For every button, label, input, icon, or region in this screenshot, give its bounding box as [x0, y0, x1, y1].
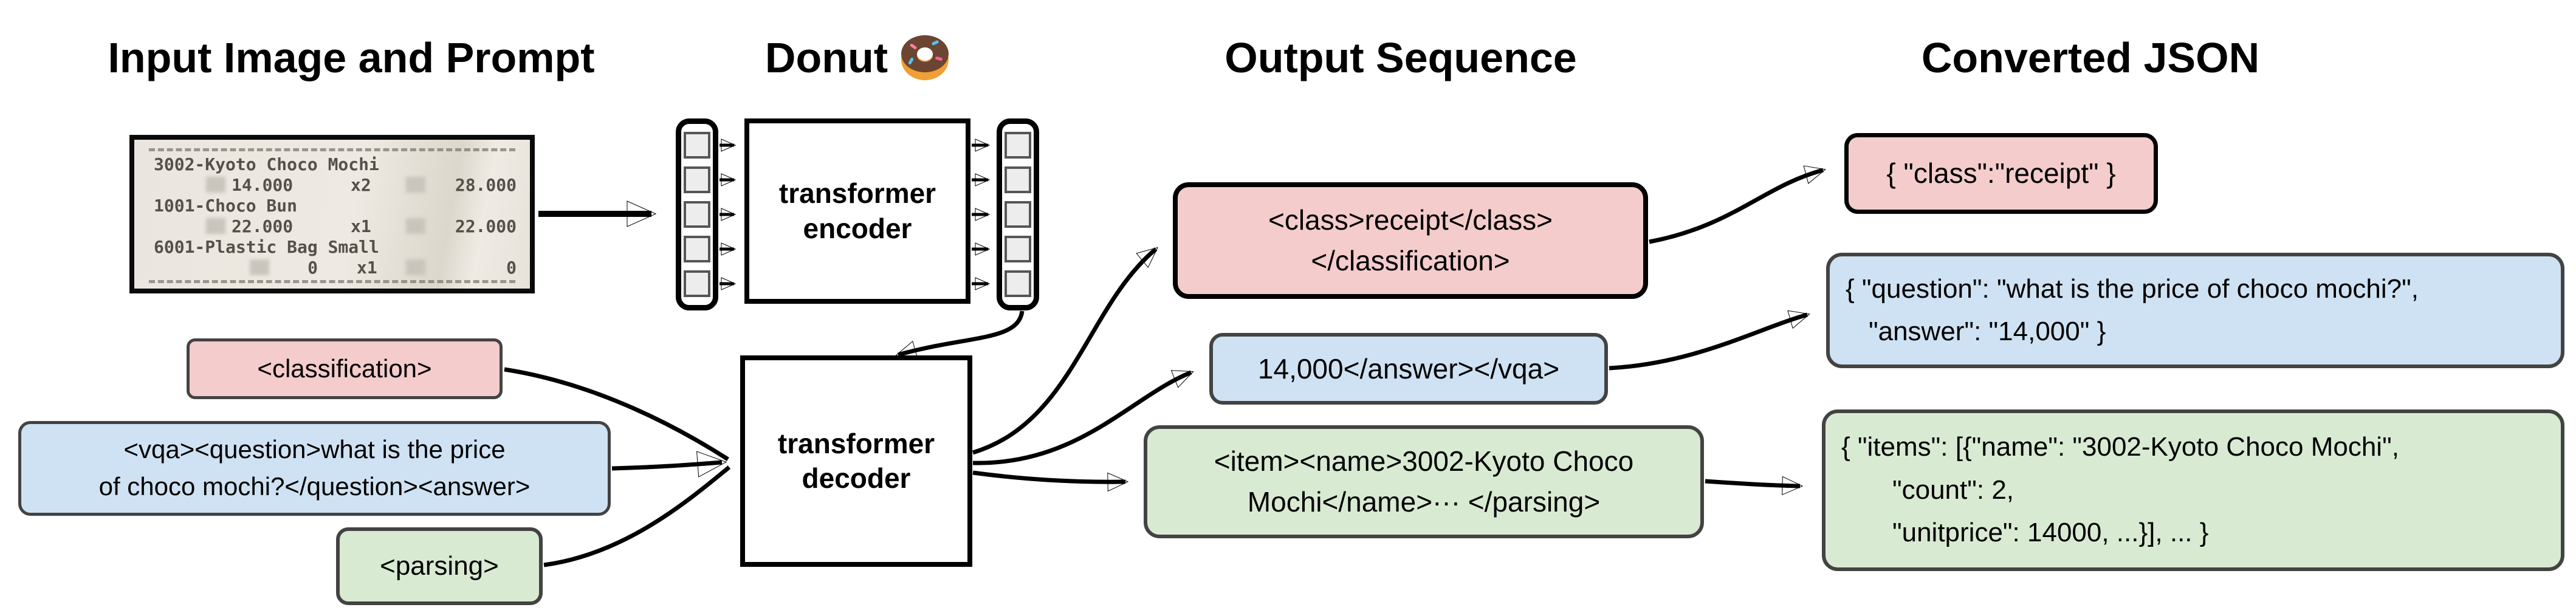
receipt-unitprice: 22.000 [232, 216, 294, 236]
patch-square [1005, 166, 1031, 193]
decoder-label-line2: decoder [802, 462, 911, 494]
redaction-blur [406, 259, 425, 275]
json-vqa-line1: { "question": "what is the price of choc… [1846, 273, 2419, 304]
output-parsing-line2: Mochi</name>··· </parsing> [1247, 486, 1601, 518]
patch-square [1005, 132, 1031, 159]
patch-square [1005, 236, 1031, 262]
receipt-price-row: 0 x1 0 [148, 257, 517, 278]
patch-square [684, 201, 710, 228]
receipt-item-row: 3002-Kyoto Choco Mochi [148, 154, 517, 174]
receipt-qty: x2 [351, 174, 371, 195]
receipt-price-row: 22.000 x1 22.000 [148, 216, 517, 236]
json-parsing-line2: "count": 2, [1892, 474, 2014, 505]
json-parsing-line3: "unitprice": 14000, ...}], ... } [1892, 518, 2209, 548]
patch-square [684, 132, 710, 159]
receipt-item-name: 6001-Plastic Bag Small [154, 236, 379, 257]
title-output-text: Output Sequence [1224, 34, 1577, 81]
title-converted-json: Converted JSON [1847, 32, 2334, 84]
prompt-vqa-box: <vqa><question>what is the price of choc… [18, 421, 611, 516]
transformer-decoder-block: transformer decoder [740, 355, 972, 567]
receipt-unitprice: 0 [307, 257, 318, 278]
receipt-item-name: 3002-Kyoto Choco Mochi [154, 154, 379, 174]
receipt-item-row: 1001-Choco Bun [148, 195, 517, 216]
encoder-input-patch-column [676, 118, 718, 310]
patch-square [1005, 201, 1031, 228]
json-parsing-line1: { "items": [{"name": "3002-Kyoto Choco M… [1841, 432, 2399, 462]
json-parsing-box: { "items": [{"name": "3002-Kyoto Choco M… [1822, 409, 2564, 571]
title-input-image-and-prompt: Input Image and Prompt [108, 32, 594, 84]
prompt-vqa-line1: <vqa><question>what is the price [123, 435, 506, 464]
receipt-unitprice: 14.000 [232, 174, 294, 195]
prompt-classification-text: <classification> [257, 354, 432, 383]
title-donut-text: Donut [764, 34, 888, 81]
output-vqa-text: 14,000</answer></vqa> [1257, 352, 1560, 385]
receipt-total: 28.000 [455, 174, 517, 195]
output-classification-line1: <class>receipt</class> [1268, 204, 1553, 236]
json-vqa-line2: "answer": "14,000" } [1869, 317, 2106, 346]
transformer-encoder-block: transformer encoder [744, 118, 970, 304]
encoder-output-patch-column [997, 118, 1039, 310]
receipt-item-row: 6001-Plastic Bag Small [148, 236, 517, 257]
encoder-label-line1: transformer [778, 177, 936, 209]
receipt-qty: x1 [351, 216, 371, 236]
patch-square [684, 166, 710, 193]
receipt-price-row: 14.000 x2 28.000 [148, 174, 517, 195]
receipt-input-image: 3002-Kyoto Choco Mochi 14.000 x2 28.000 … [129, 135, 535, 293]
prompt-vqa-line2: of choco mochi?</question><answer> [98, 472, 531, 501]
output-classification-line2: </classification> [1311, 245, 1510, 276]
receipt-total: 22.000 [455, 216, 517, 236]
redaction-blur [250, 259, 269, 275]
output-vqa-box: 14,000</answer></vqa> [1209, 333, 1608, 405]
prompt-parsing-text: <parsing> [380, 551, 499, 581]
redaction-blur [206, 177, 225, 193]
patch-square [684, 270, 710, 297]
json-vqa-box: { "question": "what is the price of choc… [1826, 253, 2564, 368]
json-classification-box: { "class":"receipt" } [1844, 133, 2158, 214]
encoder-label-line2: encoder [803, 212, 912, 244]
receipt-total: 0 [506, 257, 517, 278]
redaction-blur [206, 218, 225, 234]
receipt-dashed-rule-bottom [149, 280, 515, 283]
patch-square [1005, 270, 1031, 297]
title-output-sequence: Output Sequence [1158, 32, 1644, 84]
patch-square [684, 236, 710, 262]
redaction-blur [406, 177, 425, 193]
output-classification-box: <class>receipt</class> </classification> [1173, 182, 1648, 299]
title-json-text: Converted JSON [1921, 34, 2260, 81]
output-parsing-box: <item><name>3002-Kyoto Choco Mochi</name… [1144, 425, 1704, 538]
title-input-text: Input Image and Prompt [108, 34, 595, 81]
prompt-parsing-box: <parsing> [336, 527, 543, 605]
receipt-item-name: 1001-Choco Bun [154, 195, 298, 216]
donut-icon [901, 35, 949, 80]
prompt-classification-box: <classification> [187, 338, 503, 399]
json-classification-text: { "class":"receipt" } [1886, 157, 2116, 190]
output-parsing-line1: <item><name>3002-Kyoto Choco [1214, 445, 1634, 478]
receipt-dashed-rule-top [149, 148, 515, 151]
redaction-blur [406, 218, 425, 234]
decoder-label-line1: transformer [777, 427, 935, 459]
title-donut: Donut [699, 32, 1015, 84]
receipt-qty: x1 [357, 257, 377, 278]
